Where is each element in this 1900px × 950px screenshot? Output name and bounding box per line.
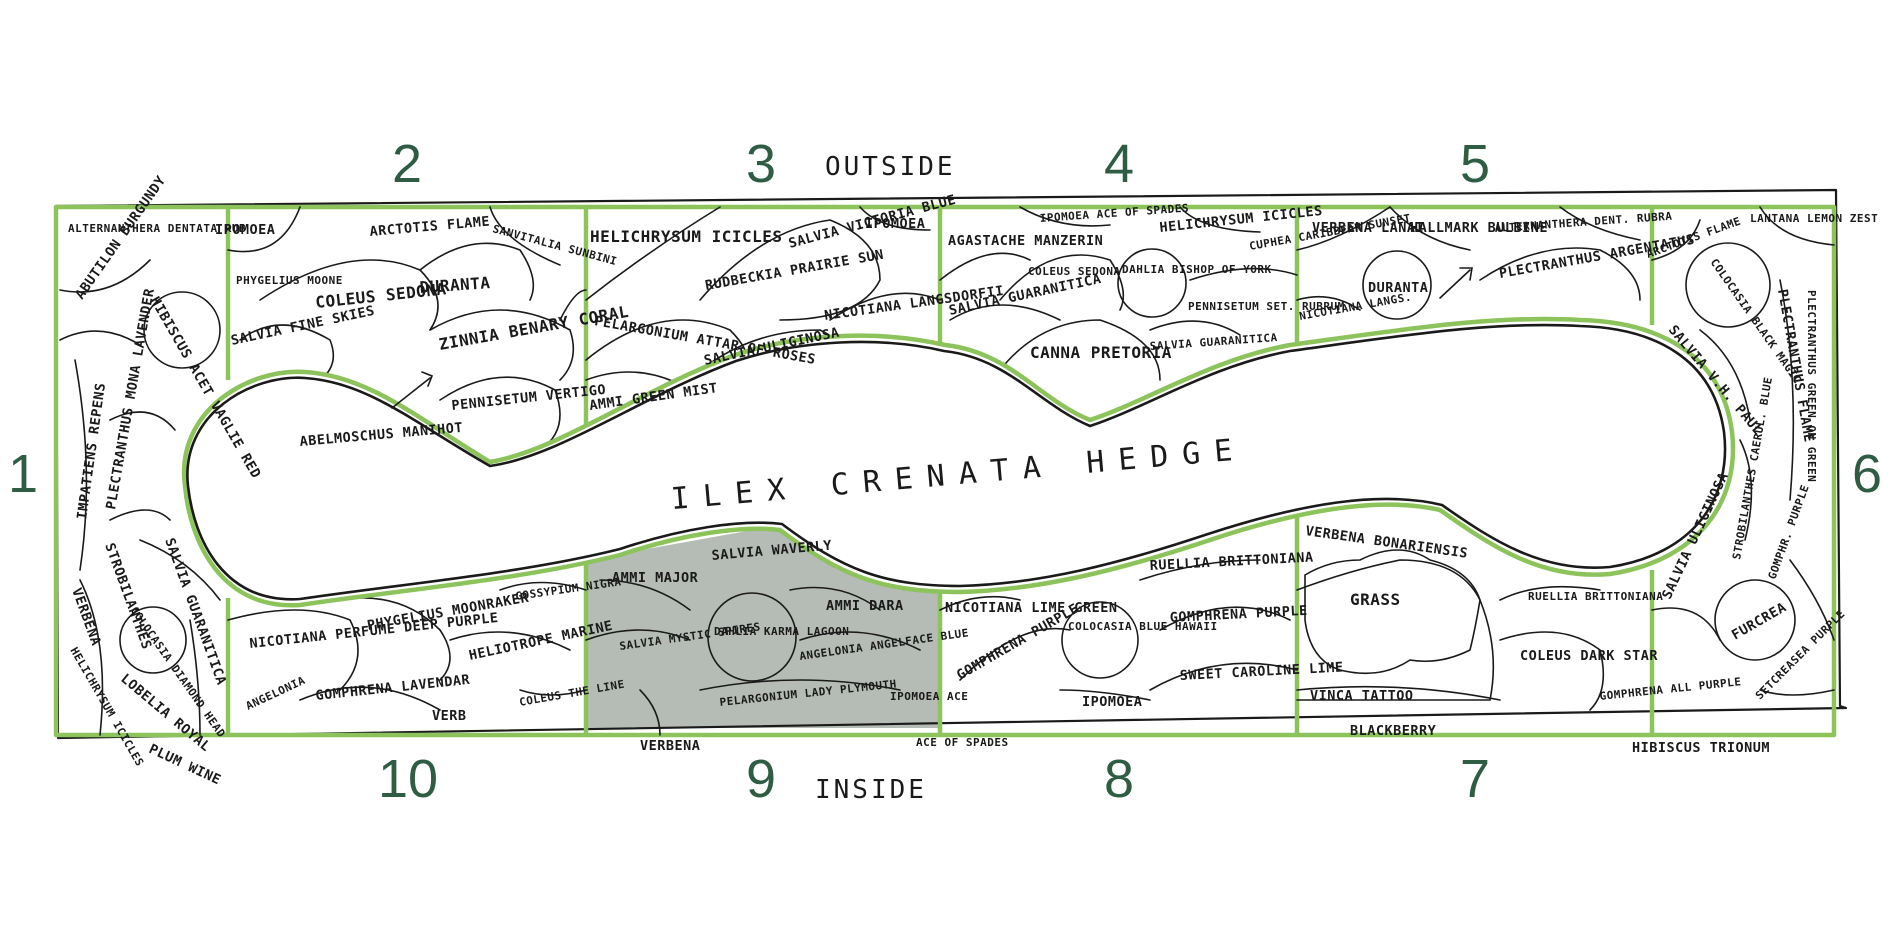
plant-label: SALVIA GUARANITICA [1149,331,1278,353]
plant-label: ALTERNANTHERA DENT. RUBRA [1494,210,1673,235]
plant-label: GOMPHRENA LAVENDAR [315,672,471,704]
plant-label: GOMPHR. PURPLE [1766,483,1812,581]
plant-label: ANGELONIA [244,674,308,713]
section-5-plants: VERBENA LANAI HALLMARK BULBINE ALTERNANT… [1298,210,1696,323]
plant-label: RUELLIA BRITTONIANA [1528,590,1663,603]
hedge-ink-line [186,323,1727,601]
plant-label: IPOMOEA [215,222,275,238]
plant-label: HALLMARK BULBINE [1410,220,1548,236]
section-number-9: 9 [746,749,776,809]
section-number-1: 1 [8,444,38,504]
section-number-6: 6 [1852,444,1882,504]
plant-label: GOMPHRENA ALL PURPLE [1599,675,1742,703]
plant-label: PLUM WINE [146,741,223,788]
plant-label: VERBENA BONARIENSIS [1304,523,1469,562]
plant-label: DURANTA [419,273,491,297]
plant-label: CANNA PRETORIA [1030,343,1172,362]
plant-label: ACE OF SPADES [916,736,1009,749]
plant-label: IPOMOEA [865,216,925,232]
plant-label: AGASTACHE MANZERIN [948,233,1103,249]
section-number-4: 4 [1104,134,1134,194]
section-numbers: 1 2 3 4 5 6 7 8 9 10 [8,134,1882,809]
plant-label: GRASS [1350,590,1401,609]
plant-label: DAHLIA BISHOP OF YORK [1122,263,1272,276]
section-number-10: 10 [378,749,438,809]
grass-area [1304,549,1481,675]
plant-label: PLECTRANTHUS MONA LAVENDER [103,287,158,511]
plant-label: SALVIA FINE SKIES [230,303,377,349]
plant-label: FURCREA [1729,599,1789,643]
plant-label: COLOCASIA BLUE HAWAII [1068,620,1218,633]
plant-label: PHYGELIUS MOONE [236,274,343,287]
plant-label: PENNISETUM SET. RUBRUM [1188,300,1345,313]
arrow-icon [391,377,431,409]
plant-label: AMMI MAJOR [612,570,699,586]
section-number-7: 7 [1460,749,1490,809]
plant-label: DAHLIA KARMA LAGOON [714,625,849,638]
plant-label: PENNISETUM VERTIGO [451,382,607,414]
section-number-3: 3 [746,134,776,194]
plant-label: HELICHRYSUM ICICLES [67,645,146,769]
inside-caption: INSIDE [815,775,927,805]
arrow-icons [391,267,1473,409]
plant-label: VERBENA [68,586,104,648]
plant-label: RUDBECKIA PRAIRIE SUN [704,247,885,294]
section-number-2: 2 [392,134,422,194]
plant-label: ALTERNANTHERA DENTATA RUB [68,222,246,235]
plant-label: SWEET CAROLINE LIME [1179,659,1344,684]
plant-label: BLACKBERRY [1350,723,1437,739]
plant-label: NICOTIANA LIME GREEN [945,600,1118,616]
plant-label: VERBENA [640,738,700,754]
plant-label: HIBISCUS TRIONUM [1632,740,1770,756]
plant-label: AMMI DARA [826,598,904,614]
plant-label: DURANTA [1368,280,1428,296]
plant-label: VERBENA LANAI [1312,220,1424,236]
arrow-icon [421,371,434,387]
bed-outer-border [53,204,1837,738]
plant-label: HELICHRYSUM ICICLES [590,227,783,246]
section-number-5: 5 [1460,134,1490,194]
plant-label: NICOTIANA LANGS. [1298,290,1412,323]
plant-label: IPOMOEA ACE [890,690,968,703]
plant-label: ARCTOTIS FLAME [369,214,491,240]
plant-label: COLEUS SEDONA [1028,265,1121,278]
arrow-icon [1439,269,1471,299]
plant-label: LANTANA LEMON ZEST [1750,212,1878,225]
section-dividers [225,207,1655,735]
ilex-crenata-hedge [181,316,1736,608]
plant-label: ABUTILON BURGUNDY [72,173,169,303]
plant-label: PLECTRANTHUS GREEN ON GREEN [1805,290,1818,482]
plant-label: IPOMOEA [1082,694,1142,710]
section-number-8: 8 [1104,749,1134,809]
plant-label: VINCA TATTOO [1310,688,1414,704]
arrow-icon [1459,267,1473,281]
plant-label: COLEUS DARK STAR [1520,648,1658,664]
outside-caption: OUTSIDE [825,152,956,182]
plant-label: VERB [432,708,467,724]
plant-label: GOMPHRENA PURPLE [1169,603,1308,626]
